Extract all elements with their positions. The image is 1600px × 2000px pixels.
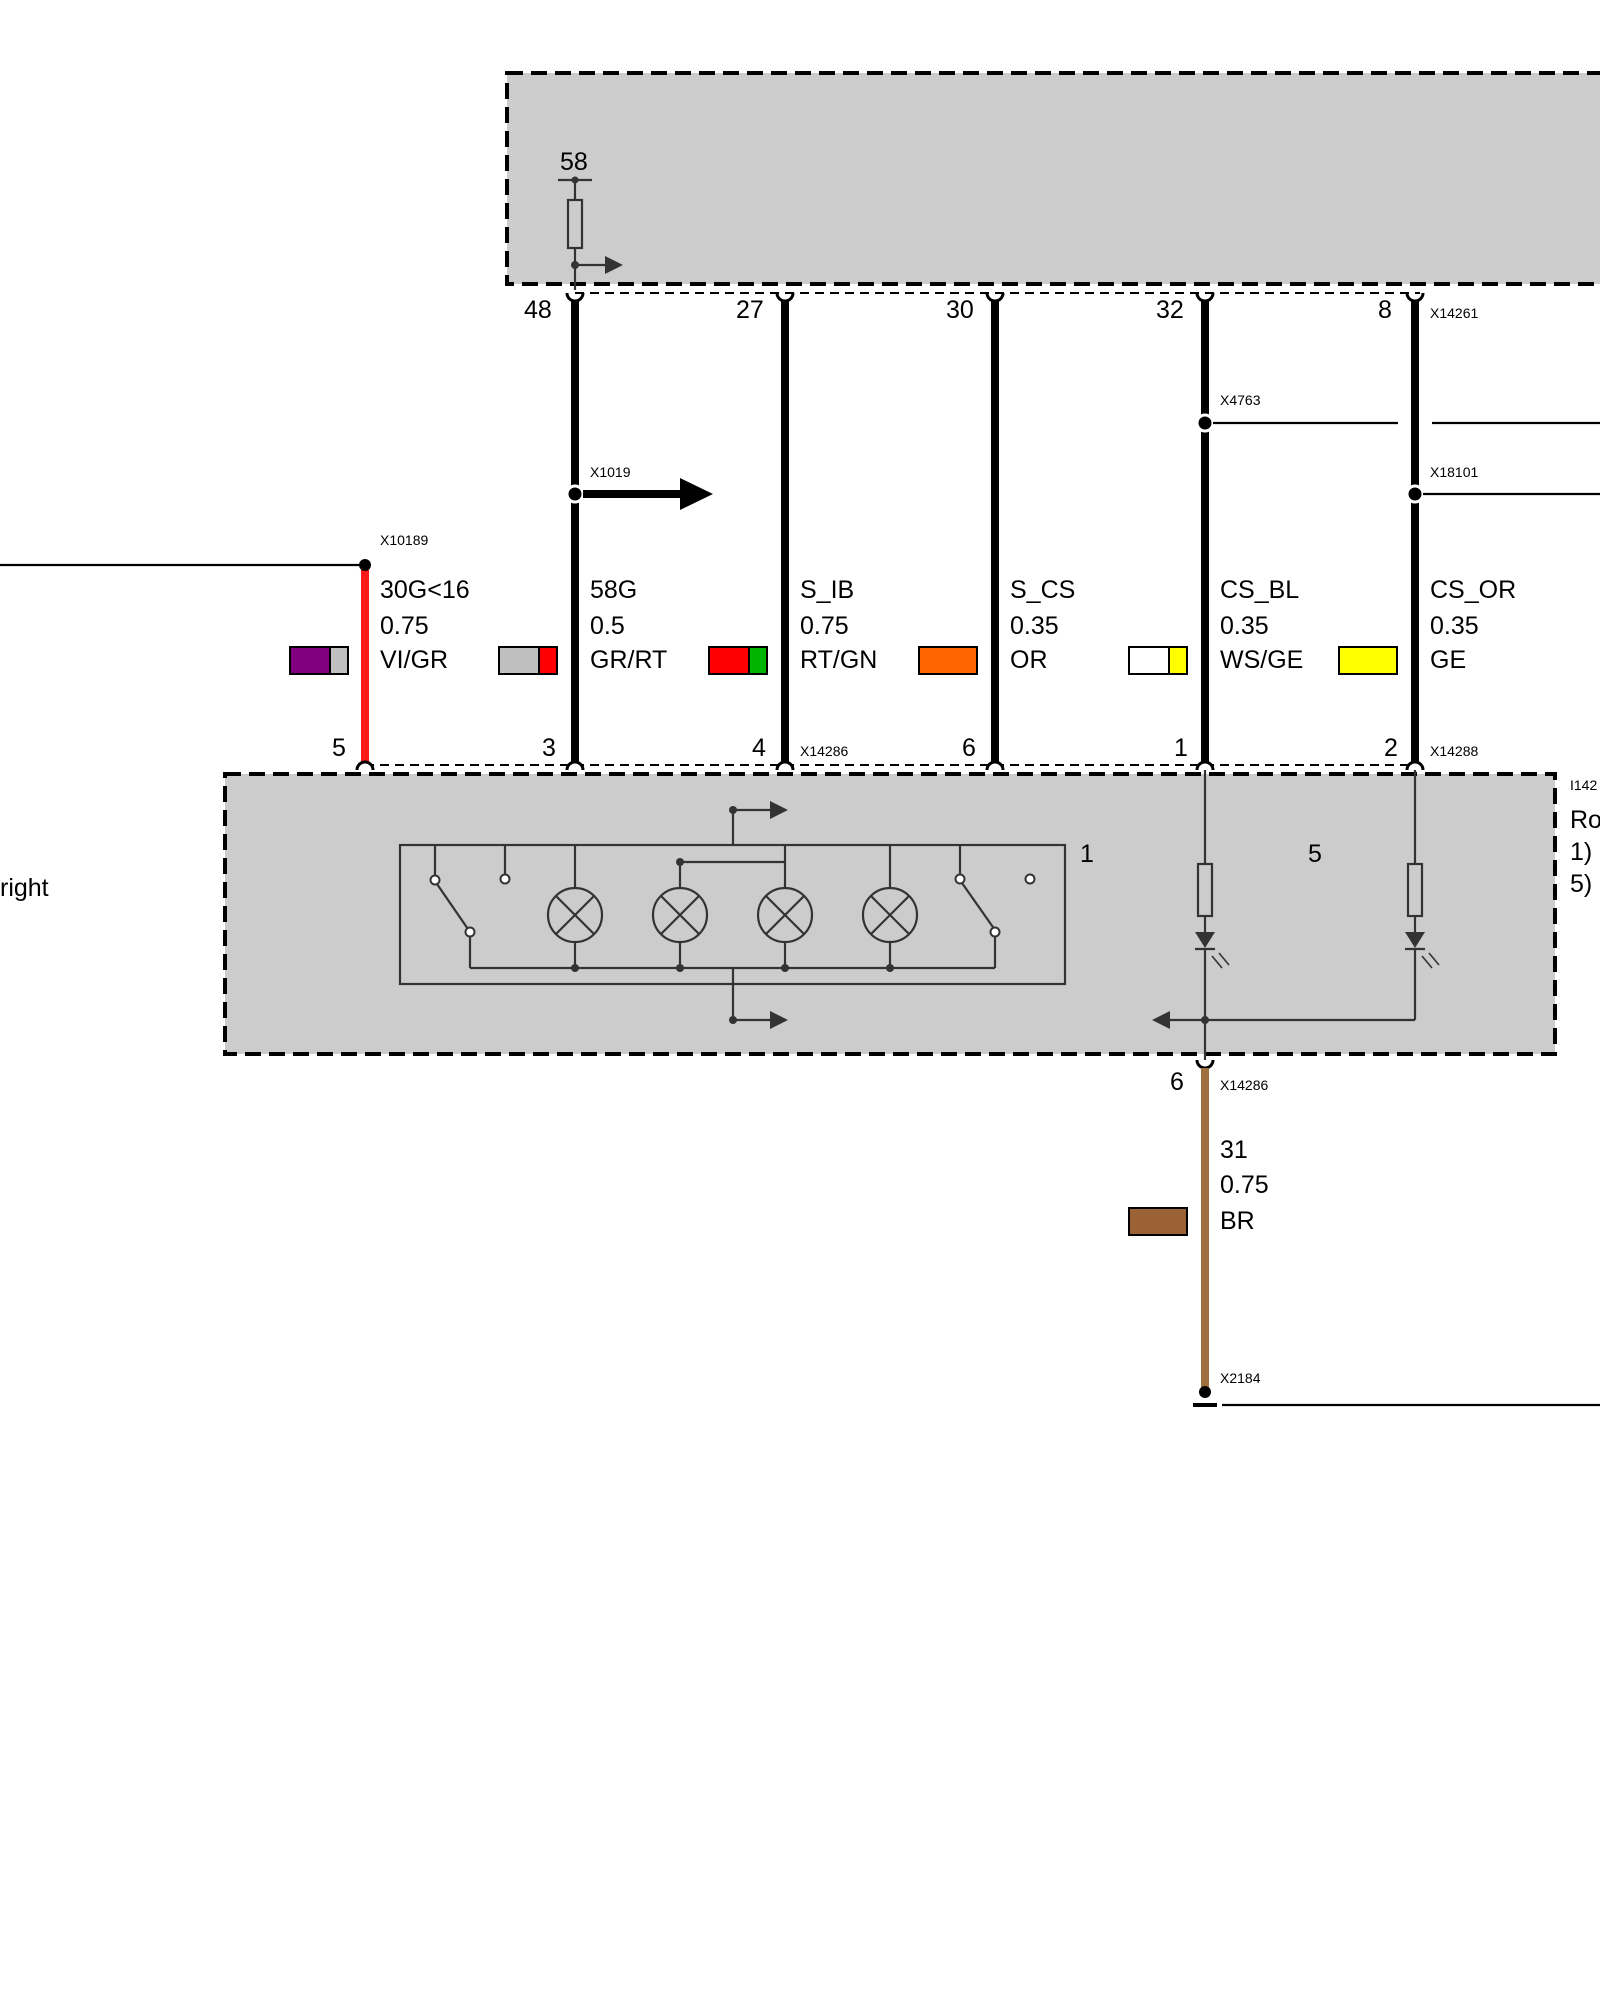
wire-CS_OR-signal: CS_OR — [1430, 576, 1516, 604]
top-pin-32: 32 — [1156, 296, 1184, 324]
wire-CS_BL-gauge: 0.35 — [1220, 612, 1269, 640]
lamp-1 — [546, 845, 604, 972]
lower-pin-sockets — [355, 760, 1425, 771]
splice-x10189-label: X10189 — [380, 532, 428, 548]
left-switch-contact-a — [429, 874, 441, 886]
left-switch-contact-b — [464, 926, 476, 938]
lamp-block-top-arrow-head — [770, 801, 788, 819]
wire-30G-color-code: VI/GR — [380, 646, 448, 674]
left-switch-aux-contact — [499, 873, 511, 885]
ground-pin-6: 6 — [1170, 1068, 1184, 1096]
splice-x18101-label: X18101 — [1430, 464, 1478, 480]
top-pin-30: 30 — [946, 296, 974, 324]
wire-31-gauge: 0.75 — [1220, 1171, 1269, 1199]
splice-x4763 — [1195, 413, 1215, 433]
wire-S_IB-swatch-1 — [708, 646, 750, 675]
ground-connector-x14286: X14286 — [1220, 1077, 1268, 1093]
lower-module-id: I142 — [1570, 777, 1597, 793]
pin-58-arrow-head — [605, 256, 623, 274]
led-2 — [1405, 770, 1440, 1020]
wire-30G-gauge: 0.75 — [380, 612, 429, 640]
lower-module-note-5: 5) — [1570, 870, 1592, 898]
wire-CS_BL-swatch-2 — [1168, 646, 1188, 675]
x1019-arrow-head — [680, 478, 713, 510]
top-pin-sockets — [565, 292, 1425, 303]
connector-x14288-label: X14288 — [1430, 743, 1478, 759]
led-block-label: 5 — [1308, 840, 1322, 868]
lamp-block-bottom-arrow-head — [770, 1011, 788, 1029]
bottom-pin-2: 2 — [1384, 734, 1398, 762]
connector-x14261: X14261 — [1430, 305, 1478, 321]
splice-x2184 — [1199, 1386, 1211, 1398]
right-switch-blade — [961, 882, 996, 931]
wire-58G-gauge: 0.5 — [590, 612, 625, 640]
lamp-block-label: 1 — [1080, 840, 1094, 868]
lower-module-note-1: 1) — [1570, 838, 1592, 866]
left-side-label: right — [0, 874, 49, 902]
wire-CS_BL-swatch-1 — [1128, 646, 1170, 675]
pin-58-label: 58 — [560, 148, 588, 176]
wire-58G-color-code: GR/RT — [590, 646, 667, 674]
right-switch-contact-b — [989, 926, 1001, 938]
splice-x18101 — [1405, 484, 1425, 504]
wire-S_CS-swatch — [918, 646, 978, 675]
wire-CS_OR-color-code: GE — [1430, 646, 1466, 674]
wire-CS_OR-gauge: 0.35 — [1430, 612, 1479, 640]
lower-module-title: Ro — [1570, 806, 1600, 834]
bottom-pin-3: 3 — [542, 734, 556, 762]
bottom-pin-6: 6 — [962, 734, 976, 762]
led-return-arrow-head — [1152, 1011, 1170, 1029]
led-1 — [1195, 770, 1230, 1020]
wire-30G-swatch-2 — [329, 646, 349, 675]
lamp-3 — [756, 845, 814, 972]
left-switch-blade — [436, 883, 471, 933]
wire-S_IB-gauge: 0.75 — [800, 612, 849, 640]
top-pin-8: 8 — [1378, 296, 1392, 324]
wire-S_IB-color-code: RT/GN — [800, 646, 877, 674]
wire-58G-signal: 58G — [590, 576, 637, 604]
pin-58-dot — [571, 176, 579, 184]
wire-S_CS-color-code: OR — [1010, 646, 1048, 674]
wire-CS_OR-swatch — [1338, 646, 1398, 675]
wire-S_CS-signal: S_CS — [1010, 576, 1075, 604]
wire-S_IB-signal: S_IB — [800, 576, 854, 604]
wire-30G-swatch-1 — [289, 646, 331, 675]
bottom-pin-5: 5 — [332, 734, 346, 762]
top-pin-48: 48 — [524, 296, 552, 324]
ground-pin-socket — [1195, 1059, 1215, 1070]
wire-CS_BL-signal: CS_BL — [1220, 576, 1299, 604]
wire-58G-swatch-2 — [538, 646, 558, 675]
wire-30G-signal: 30G<16 — [380, 576, 470, 604]
splice-x2184-label: X2184 — [1220, 1370, 1261, 1386]
lamp-2 — [651, 862, 709, 972]
bottom-pin-4: 4 — [752, 734, 766, 762]
wire-CS_BL-color-code: WS/GE — [1220, 646, 1303, 674]
wire-31-color-code: BR — [1220, 1207, 1255, 1235]
right-switch-aux-contact — [1024, 873, 1036, 885]
right-switch-contact-a — [954, 873, 966, 885]
wire-58G-swatch-1 — [498, 646, 540, 675]
wire-31-signal: 31 — [1220, 1136, 1248, 1164]
connector-x14286-label: X14286 — [800, 743, 848, 759]
splice-x4763-label: X4763 — [1220, 392, 1261, 408]
bottom-pin-1: 1 — [1174, 734, 1188, 762]
wire-31-swatch — [1128, 1207, 1188, 1236]
top-pin-27: 27 — [736, 296, 764, 324]
splice-x10189 — [359, 559, 371, 571]
top-module-box — [505, 71, 1600, 286]
splice-x1019 — [565, 484, 585, 504]
wire-S_CS-gauge: 0.35 — [1010, 612, 1059, 640]
lamp-4 — [861, 845, 919, 972]
wire-S_IB-swatch-2 — [748, 646, 768, 675]
splice-x1019-label: X1019 — [590, 464, 631, 480]
